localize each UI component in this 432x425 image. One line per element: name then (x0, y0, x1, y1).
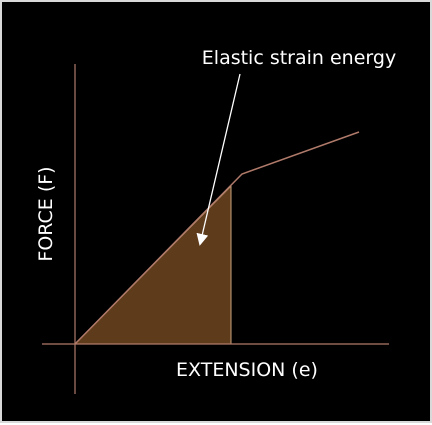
x-axis-label: EXTENSION (e) (176, 359, 318, 381)
annotation-label: Elastic strain energy (202, 47, 396, 69)
y-axis-label: FORCE (F) (35, 166, 57, 261)
force-extension-curve (74, 131, 360, 345)
annotation-arrow (196, 73, 241, 246)
